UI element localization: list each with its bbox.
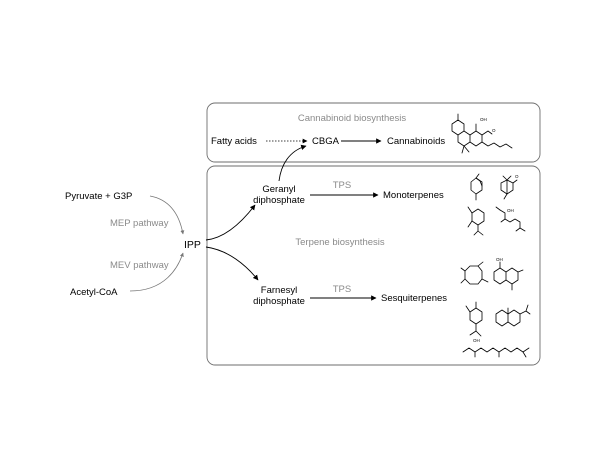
humulene-oh-label: OH <box>496 257 503 262</box>
terpene-biosynthesis-box <box>206 165 541 366</box>
cannabinoids-label: Cannabinoids <box>387 136 445 147</box>
sesquiterpene-bisabolol-molecule <box>465 301 483 337</box>
acetyl-coa-label: Acetyl-CoA <box>70 287 118 298</box>
geranyl-to-cbga-arrow <box>278 144 307 182</box>
monoterpene-pinene-molecule <box>470 173 483 201</box>
sesquiterpene-selinene-molecule <box>495 304 531 327</box>
ipp-to-geranyl-arrow <box>205 204 256 241</box>
linalool-oh-label: OH <box>507 208 514 213</box>
farnesyl-diphosphate-line1: Farnesyl <box>261 285 297 296</box>
fatty-acids-label: Fatty acids <box>211 136 257 147</box>
mep-pathway-label: MEP pathway <box>110 218 169 229</box>
cannabinoid-molecule <box>451 113 513 154</box>
cannabinoid-o-label: O <box>492 128 496 133</box>
cbga-label: CBGA <box>312 136 340 147</box>
pyruvate-g3p-label: Pyruvate + G3P <box>65 191 132 202</box>
geranyl-diphosphate-line2: diphosphate <box>253 195 305 206</box>
bisabolol-oh-label: OH <box>473 338 480 343</box>
sesquiterpenes-label: Sesquiterpenes <box>381 293 447 304</box>
cannabinoid-oh-label: OH <box>480 117 487 122</box>
sesquiterpene-humulene-molecule <box>493 261 524 291</box>
camphor-o-label: O <box>515 174 519 179</box>
mev-pathway-label: MEV pathway <box>110 260 169 271</box>
monoterpene-sabinene-molecule <box>467 206 485 236</box>
mep-arrow <box>149 195 185 235</box>
ipp-to-farnesyl-arrow <box>205 246 259 281</box>
monoterpenes-label: Monoterpenes <box>383 190 444 201</box>
monoterpene-linalool-molecule <box>495 206 526 232</box>
terpene-biosynthesis-title: Terpene biosynthesis <box>295 237 384 248</box>
geranyl-diphosphate-line1: Geranyl <box>262 184 295 195</box>
mev-arrow <box>129 252 184 292</box>
farnesyl-tps-label: TPS <box>333 284 351 295</box>
monoterpene-camphor-molecule <box>500 175 518 200</box>
sesquiterpene-farnesene-molecule <box>462 347 530 358</box>
farnesyl-diphosphate-line2: diphosphate <box>253 296 305 307</box>
ipp-label: IPP <box>184 239 201 251</box>
cannabinoid-biosynthesis-box <box>206 102 541 163</box>
cannabinoid-biosynthesis-title: Cannabinoid biosynthesis <box>298 113 407 124</box>
sesquiterpene-caryophyllene-molecule <box>460 261 489 285</box>
geranyl-tps-label: TPS <box>333 180 351 191</box>
